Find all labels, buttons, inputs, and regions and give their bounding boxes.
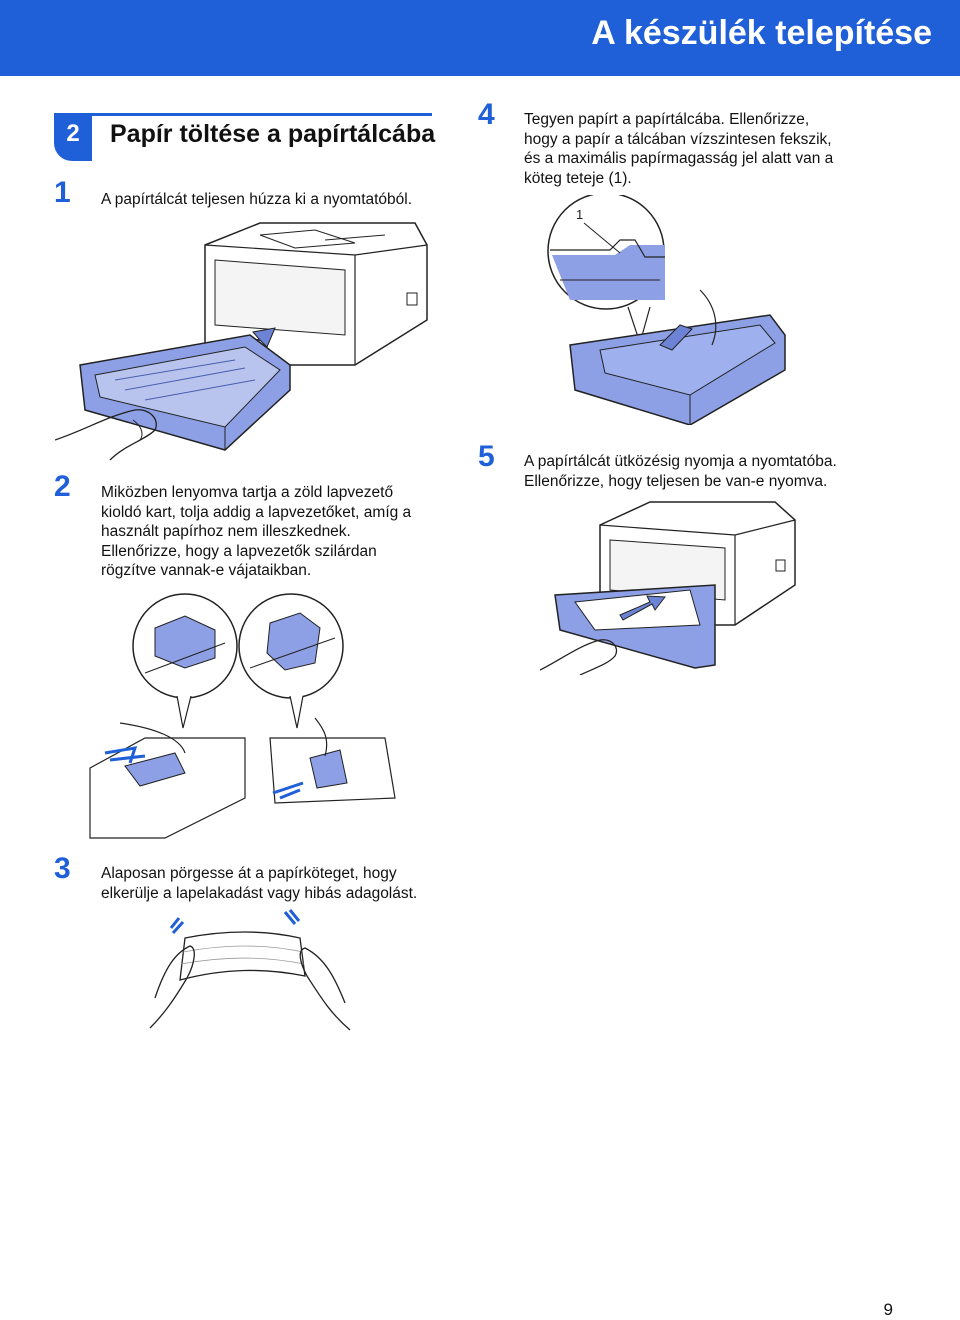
section-title: Papír töltése a papírtálcába (110, 120, 436, 148)
step-3-line: Alaposan pörgesse át a papírköteget, hog… (101, 865, 397, 882)
step-2-line: rögzítve vannak-e vájataikban. (101, 562, 312, 579)
step-2-number: 2 (54, 470, 71, 503)
step-4-line: köteg teteje (1). (524, 169, 632, 187)
step-4-line: hogy a papír a tálcában vízszintesen fek… (524, 130, 832, 148)
page-title: A készülék telepítése (591, 14, 932, 52)
step-2-line: kioldó kart, tolja addig a lapvezetőket,… (101, 503, 412, 521)
section-rule (92, 113, 432, 116)
section-number: 2 (66, 120, 80, 147)
page-number: 9 (883, 1300, 893, 1319)
step-4-line: Tegyen papírt a papírtálcába. Ellenőrizz… (524, 111, 810, 128)
step-4-number: 4 (478, 98, 495, 131)
paper-guide-adjust-illustration (89, 593, 396, 839)
step-5-text: A papírtálcát ütközésig nyomja a nyomtat… (524, 452, 837, 491)
step-5-line: A papírtálcát ütközésig nyomja a nyomtat… (524, 453, 837, 470)
step-5-line: Ellenőrizze, hogy teljesen be van-e nyom… (524, 472, 828, 490)
load-paper-illustration: 1 (547, 195, 786, 425)
header-bar: A készülék telepítése (0, 0, 960, 76)
step-2-line: Miközben lenyomva tartja a zöld lapvezet… (101, 484, 394, 501)
section-number-box (54, 113, 92, 161)
step-3-line: elkerülje a lapelakadást vagy hibás adag… (101, 884, 418, 902)
step-2-line: használt papírhoz nem illeszkednek. (101, 523, 351, 540)
step-4-line: és a maximális papírmagasság jel alatt v… (524, 150, 834, 167)
push-tray-in-illustration (540, 501, 796, 675)
step-5-number: 5 (478, 440, 495, 473)
printer-tray-out-illustration (55, 222, 428, 461)
callout-label: 1 (576, 207, 583, 222)
step-3-text: Alaposan pörgesse át a papírköteget, hog… (101, 864, 417, 903)
step-1-text: A papírtálcát teljesen húzza ki a nyomta… (101, 191, 413, 208)
step-4-text: Tegyen papírt a papírtálcába. Ellenőrizz… (524, 110, 833, 188)
step-3-number: 3 (54, 852, 71, 885)
step-2-line: Ellenőrizze, hogy a lapvezetők szilárdan (101, 542, 377, 560)
step-2-text: Miközben lenyomva tartja a zöld lapvezet… (101, 483, 411, 581)
step-1-number: 1 (54, 176, 71, 209)
fan-paper-illustration (149, 909, 351, 1031)
